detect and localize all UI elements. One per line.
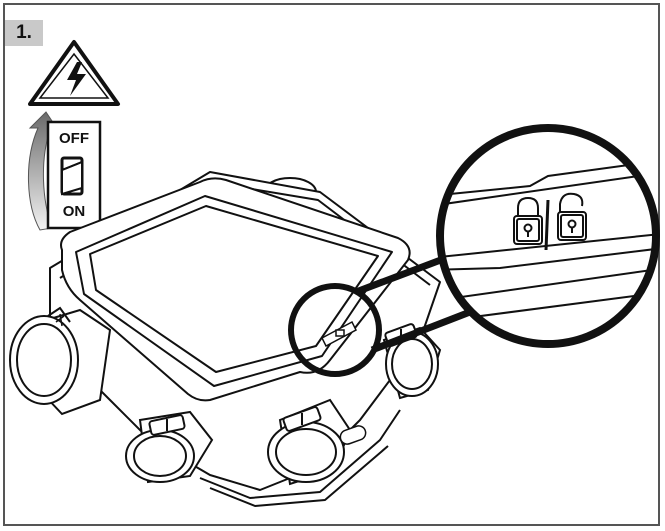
latch-highlight-circle bbox=[288, 283, 382, 377]
switch-off-label: OFF bbox=[59, 130, 89, 147]
step-number-badge: 1. bbox=[5, 20, 43, 46]
duct-right bbox=[382, 323, 442, 400]
duct-bottom-left bbox=[125, 410, 214, 484]
ventilation-unit bbox=[49, 171, 441, 507]
padlock-open-icon bbox=[557, 192, 587, 241]
padlock-closed-icon bbox=[513, 196, 543, 245]
high-voltage-warning-icon bbox=[28, 40, 120, 106]
duct-bottom-center bbox=[267, 398, 352, 486]
power-switch-icon bbox=[46, 120, 102, 230]
duct-left bbox=[9, 306, 112, 416]
switch-on-label: ON bbox=[62, 203, 86, 220]
magnified-latch-view bbox=[436, 124, 660, 348]
